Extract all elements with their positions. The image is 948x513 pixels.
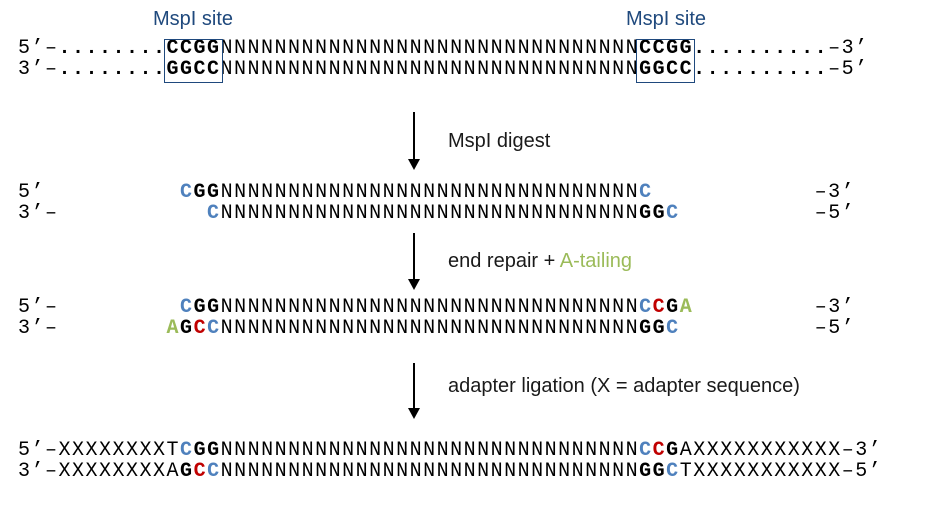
step-label-mspi-digest: MspI digest <box>448 130 550 153</box>
step1-text: MspI digest <box>448 130 551 152</box>
sequence-digested-top-strand: 5’ CGGNNNNNNNNNNNNNNNNNNNNNNNNNNNNNNNC –… <box>18 181 856 204</box>
sequence-digested-bottom-strand: 3’– CNNNNNNNNNNNNNNNNNNNNNNNNNNNNNNNGGC … <box>18 202 856 225</box>
sequence-ligated-top-strand: 5’–XXXXXXXXTCGGNNNNNNNNNNNNNNNNNNNNNNNNN… <box>18 439 883 462</box>
sequence-original-top-strand: 5’–........CCGGNNNNNNNNNNNNNNNNNNNNNNNNN… <box>18 37 869 60</box>
sequence-ligated-bottom-strand: 3’–XXXXXXXXAGCCNNNNNNNNNNNNNNNNNNNNNNNNN… <box>18 460 883 483</box>
step2-text-a-tailing: A-tailing <box>559 250 633 272</box>
down-arrow-icon <box>408 112 420 170</box>
step3-text: adapter ligation (X = adapter sequence) <box>448 375 800 397</box>
sequence-original-bottom-strand: 3’–........GGCCNNNNNNNNNNNNNNNNNNNNNNNNN… <box>18 58 869 81</box>
sequence-repaired-top-strand: 5’– CGGNNNNNNNNNNNNNNNNNNNNNNNNNNNNNNNCC… <box>18 296 856 319</box>
mspi-site-label-right: MspI site <box>625 8 707 30</box>
step2-text-prefix: end repair + <box>448 250 560 272</box>
down-arrow-icon <box>408 233 420 290</box>
down-arrow-icon <box>408 363 420 419</box>
step-label-adapter-ligation: adapter ligation (X = adapter sequence) <box>448 375 800 398</box>
mspi-site-label-left: MspI site <box>152 8 234 30</box>
step-label-end-repair-a-tailing: end repair + A-tailing <box>448 250 632 273</box>
sequence-repaired-bottom-strand: 3’– AGCCNNNNNNNNNNNNNNNNNNNNNNNNNNNNNNNG… <box>18 317 856 340</box>
